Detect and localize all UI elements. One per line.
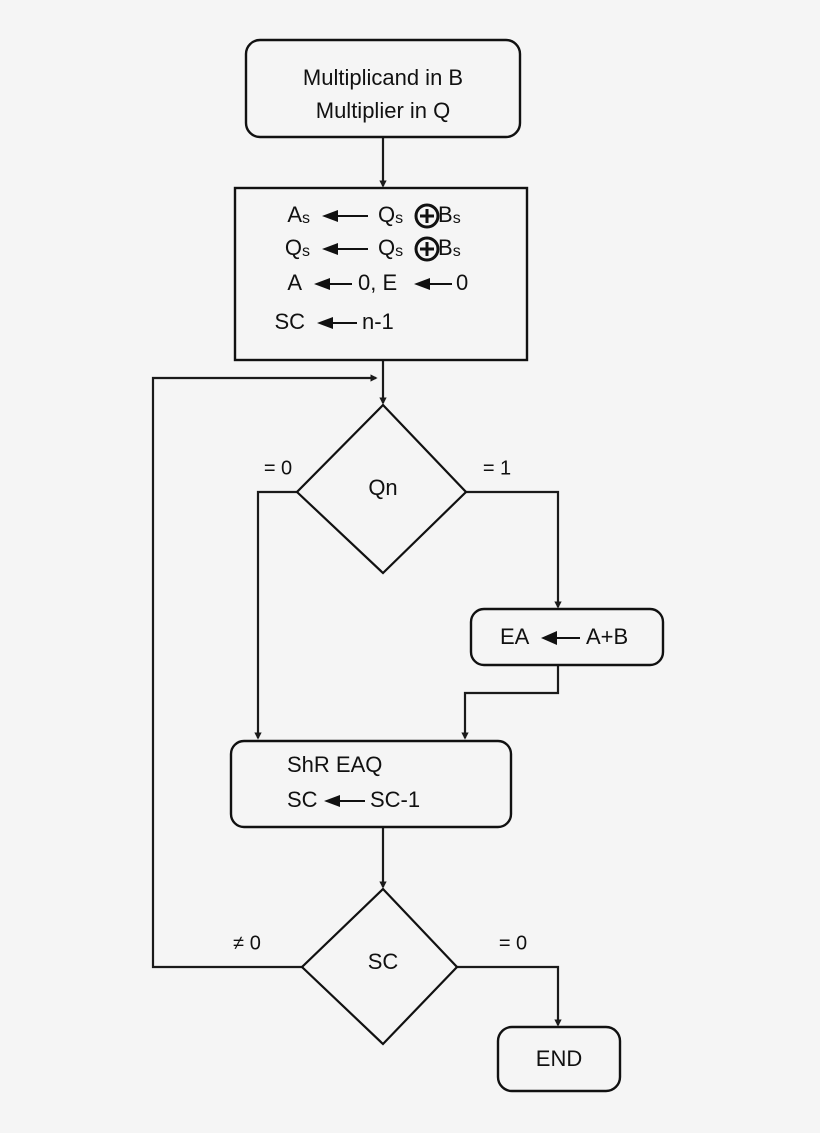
node-add-rhs: A+B	[586, 624, 628, 649]
node-shift-line2-rhs: SC-1	[370, 787, 420, 812]
edge-label-qn-zero: = 0	[264, 457, 292, 479]
connector-sc-zero-to-end	[457, 965, 562, 1027]
node-decision-sc-shape	[300, 887, 459, 1046]
init-row2-operand-a: Qs	[378, 235, 403, 260]
init-row4-rhs: n-1	[362, 309, 394, 334]
node-end-label: END	[536, 1046, 582, 1071]
edge-label-sc-zero: = 0	[499, 932, 527, 954]
xor-circle-icon-row2	[414, 236, 440, 262]
init-row3-assign-arrow-icon-1	[314, 278, 330, 290]
node-shift-line2-lhs: SC	[287, 787, 318, 812]
connector-add-to-shift	[461, 665, 560, 740]
node-add-lhs: EA	[500, 624, 530, 649]
node-decision-sc-label: SC	[368, 949, 399, 974]
node-decision-qn-label: Qn	[368, 475, 397, 500]
init-row3-lhs: A	[287, 270, 302, 295]
node-shift-assign-arrow-icon	[324, 795, 340, 807]
node-start-shape	[244, 38, 522, 139]
node-start-line2: Multiplier in Q	[316, 98, 450, 123]
connector-qn-one-to-add	[466, 490, 562, 609]
node-decision-qn: Qn	[295, 403, 468, 575]
node-init-row-2: Qs Qs Bs	[285, 235, 461, 262]
node-init-row-4: SC n-1	[274, 309, 393, 334]
node-start-line1: Multiplicand in B	[303, 65, 463, 90]
node-shift-line1: ShR EAQ	[287, 752, 382, 777]
init-row1-operand-b: Bs	[438, 202, 461, 227]
node-start: Multiplicand in B Multiplier in Q	[244, 38, 522, 139]
connector-qn-zero-to-shift	[254, 490, 297, 740]
node-end-shape	[496, 1025, 622, 1093]
init-row3-mid: 0, E	[358, 270, 397, 295]
node-add-assign-arrow-icon	[541, 631, 557, 645]
init-row1-assign-arrow-icon	[322, 210, 338, 222]
node-decision-qn-shape	[295, 403, 468, 575]
init-row2-assign-arrow-icon	[322, 243, 338, 255]
init-row2-operand-b: Bs	[438, 235, 461, 260]
node-init-row-1: As Qs Bs	[287, 202, 461, 229]
node-end: END	[496, 1025, 622, 1093]
edge-label-sc-nonzero: ≠ 0	[233, 932, 261, 954]
xor-circle-icon-row1	[414, 203, 440, 229]
node-init: As Qs Bs Qs Qs Bs	[233, 186, 529, 362]
connector-loop-back-to-qn	[151, 374, 378, 969]
edge-label-qn-one: = 1	[483, 457, 511, 479]
node-add: EA A+B	[469, 607, 665, 667]
init-row2-lhs: Qs	[285, 235, 310, 260]
init-row1-lhs: As	[287, 202, 310, 227]
init-row1-operand-a: Qs	[378, 202, 403, 227]
init-row4-assign-arrow-icon	[317, 317, 333, 329]
init-row3-assign-arrow-icon-2	[414, 278, 430, 290]
init-row4-lhs: SC	[274, 309, 305, 334]
node-init-shape	[233, 186, 529, 362]
init-row3-rhs: 0	[456, 270, 468, 295]
node-decision-sc: SC	[300, 887, 459, 1046]
node-init-row-3: A 0, E 0	[287, 270, 468, 295]
node-shift: ShR EAQ SC SC-1	[229, 739, 513, 829]
node-shift-shape	[229, 739, 513, 829]
